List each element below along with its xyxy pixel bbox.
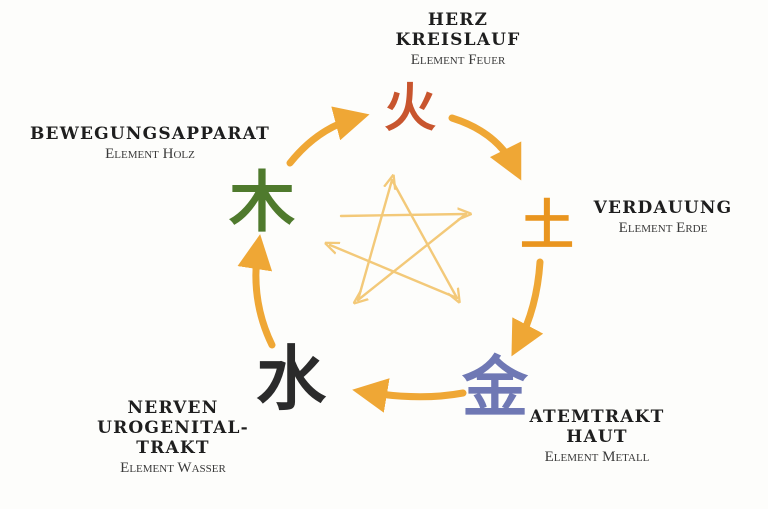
earth-character-icon: 土 (520, 194, 574, 257)
star-arrow-earth-to-water (358, 212, 468, 300)
star-arrow-fire-to-metal (390, 178, 457, 298)
metal-label: Atemtrakt Haut Element Metall (512, 407, 682, 466)
metal-title-line-1: Atemtrakt (529, 407, 665, 427)
star-arrow-water-to-fire (356, 180, 392, 302)
arrow-fire-to-earth (448, 114, 522, 181)
wood-character-icon: 木 (229, 164, 295, 241)
arrow-earth-to-metal (511, 258, 544, 357)
water-title-line-1: Nerven (127, 398, 219, 418)
star-arrow-wood-to-earth (339, 214, 466, 216)
arrow-water-to-wood (237, 234, 276, 349)
water-subtitle: Element Wasser (120, 460, 226, 476)
fire-title-line-1: Herz (427, 10, 489, 30)
controlling-star-arrows (330, 180, 466, 300)
fire-title-line-2: Kreislauf (395, 30, 521, 50)
earth-label: Verdauung Element Erde (578, 198, 748, 237)
metal-character-icon: 金 (462, 349, 528, 426)
metal-subtitle: Element Metall (544, 449, 650, 465)
wood-label: Bewegungsapparat Element Holz (10, 124, 290, 163)
generating-cycle-arrows (237, 106, 544, 413)
water-title-line-3: trakt (136, 438, 210, 458)
fire-character-icon: 火 (383, 79, 436, 139)
arrow-wood-to-fire (286, 106, 370, 167)
wood-subtitle: Element Holz (105, 146, 195, 162)
metal-title-line-2: Haut (566, 427, 628, 447)
water-character-icon: 水 (256, 338, 326, 420)
fire-subtitle: Element Feuer (410, 52, 506, 68)
earth-title-line-1: Verdauung (593, 198, 733, 218)
water-title-line-2: Urogenital- (97, 418, 249, 438)
wood-title-line-1: Bewegungsapparat (29, 124, 270, 144)
fire-label: Herz Kreislauf Element Feuer (378, 10, 538, 69)
water-label: Nerven Urogenital- trakt Element Wasser (88, 398, 258, 477)
earth-subtitle: Element Erde (618, 220, 708, 236)
arrow-metal-to-water (352, 378, 467, 413)
star-arrow-metal-to-wood (330, 245, 459, 300)
